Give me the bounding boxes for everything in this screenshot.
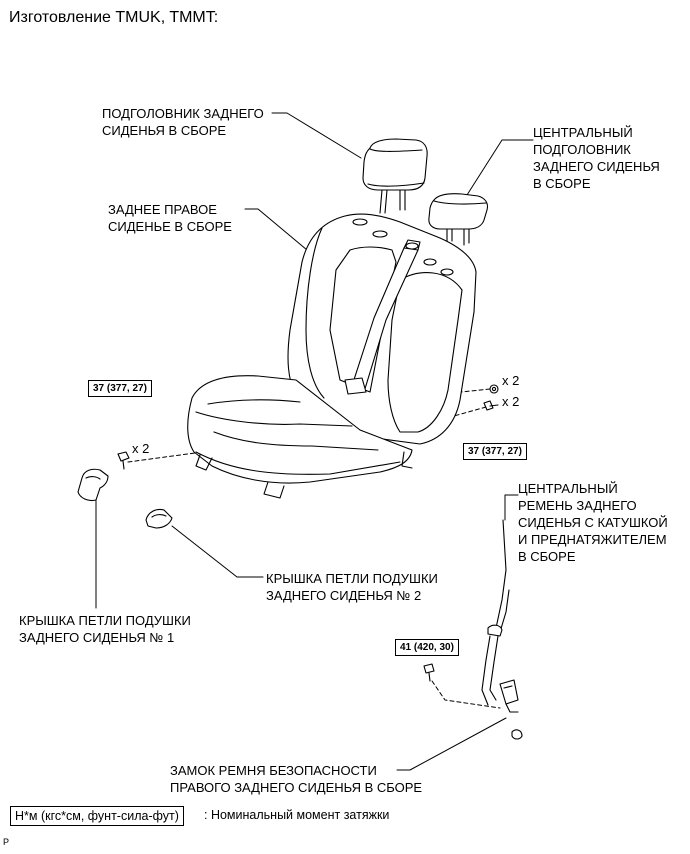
center-belt-label: ЦЕНТРАЛЬНЫЙ РЕМЕНЬ ЗАДНЕГО СИДЕНЬЯ С КАТ… <box>518 481 668 564</box>
center-headrest-label: ЦЕНТРАЛЬНЫЙ ПОДГОЛОВНИК ЗАДНЕГО СИДЕНЬЯ … <box>533 125 660 191</box>
seat-back-drawing <box>287 213 477 445</box>
buckle-label: ЗАМОК РЕМНЯ БЕЗОПАСНОСТИ ПРАВОГО ЗАДНЕГО… <box>170 763 423 795</box>
legend-torque-unit: Н*м (кгс*см, фунт-сила-фут) <box>10 806 184 826</box>
torque-spec-belt: 41 (420, 30) <box>395 639 459 656</box>
fasteners <box>117 384 499 682</box>
hinge-cover-2-drawing <box>145 508 173 529</box>
leader-lines <box>95 112 534 771</box>
rear-headrest-drawing <box>362 138 428 214</box>
hinge-cover-1-drawing <box>77 468 109 502</box>
install-lines <box>127 388 501 709</box>
seat-cushion-drawing <box>187 375 413 499</box>
hinge-cover-1-label: КРЫШКА ПЕТЛИ ПОДУШКИ ЗАДНЕГО СИДЕНЬЯ № 1 <box>19 613 191 645</box>
rear-headrest-label: ПОДГОЛОВНИК ЗАДНЕГО СИДЕНЬЯ В СБОРЕ <box>102 106 264 138</box>
quantity-left-bolt: x 2 <box>132 441 150 456</box>
page-title: Изготовление TMUK, TMMT: <box>9 9 219 26</box>
torque-spec-right: 37 (377, 27) <box>463 443 527 460</box>
hinge-cover-2-label: КРЫШКА ПЕТЛИ ПОДУШКИ ЗАДНЕГО СИДЕНЬЯ № 2 <box>266 571 438 603</box>
figure-code: P <box>3 837 10 847</box>
quantity-right-nut: x 2 <box>502 373 520 388</box>
quantity-right-bolt: x 2 <box>502 394 520 409</box>
center-headrest-drawing <box>428 193 489 246</box>
torque-spec-left: 37 (377, 27) <box>88 380 152 397</box>
legend-description: : Номинальный момент затяжки <box>204 808 390 822</box>
center-belt-drawing <box>481 519 523 740</box>
rear-right-seat-label: ЗАДНЕЕ ПРАВОЕ СИДЕНЬЕ В СБОРЕ <box>108 202 232 234</box>
